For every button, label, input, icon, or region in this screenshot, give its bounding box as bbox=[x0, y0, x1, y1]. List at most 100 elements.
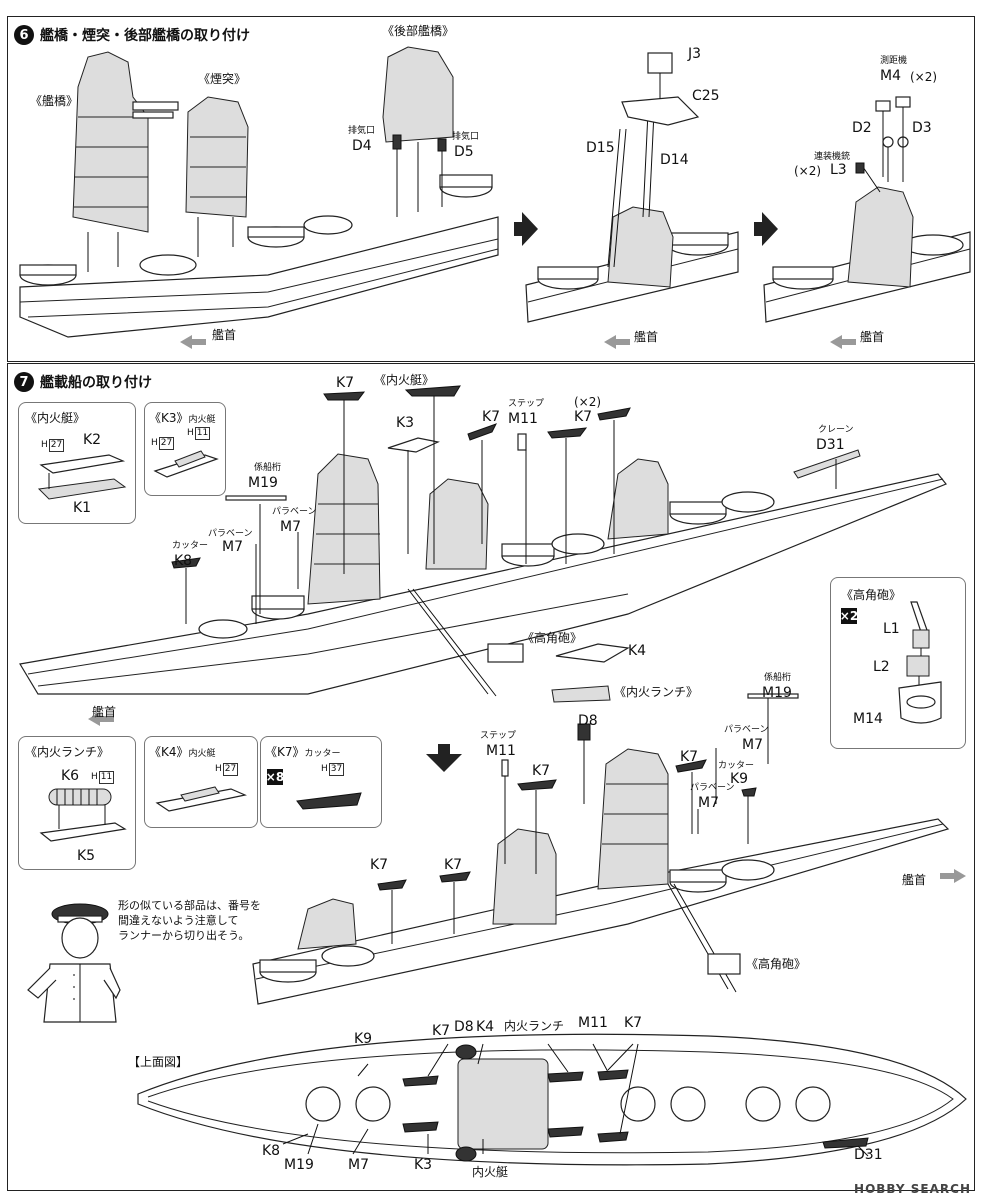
label-k9-1: K9 bbox=[730, 771, 749, 787]
sailor-mascot-drawing bbox=[27, 903, 121, 1023]
top-m11: M11 bbox=[578, 1015, 608, 1031]
h27-value: 27 bbox=[222, 763, 239, 776]
h-prefix: H bbox=[151, 438, 158, 448]
label-m11-2: M11 bbox=[486, 743, 516, 759]
crane-label: クレーン bbox=[818, 425, 854, 435]
part-d15-label: D15 bbox=[586, 140, 615, 156]
high-angle-gun-label-1: 《高角砲》 bbox=[522, 631, 583, 645]
sub-k5: K5 bbox=[77, 848, 96, 864]
paravane-label-3: パラベーン bbox=[724, 725, 769, 735]
rangefinder-label: 測距機 bbox=[880, 56, 908, 66]
h-prefix: H bbox=[321, 764, 328, 774]
bow-label-3: 艦首 bbox=[860, 330, 885, 344]
label-k7-3: K7 bbox=[574, 409, 593, 425]
step-6-number: 6 bbox=[14, 25, 34, 45]
h27-value: 27 bbox=[158, 437, 175, 450]
bow-label-5: 艦首 bbox=[902, 873, 927, 887]
badge-x8: ×8 bbox=[265, 769, 285, 785]
aft-bridge-label: 《後部艦橋》 bbox=[382, 24, 455, 38]
hobby-search-watermark: HOBBY SEARCH bbox=[854, 1182, 971, 1196]
part-d14-label: D14 bbox=[660, 152, 689, 168]
cutter-label-2: カッター bbox=[718, 761, 755, 771]
sailor-mascot-illustration bbox=[20, 894, 121, 1024]
bridge-label: 《艦橋》 bbox=[30, 94, 79, 108]
h27-value: 27 bbox=[48, 439, 65, 452]
exhaust-label-d4: 排気口 bbox=[348, 126, 376, 136]
part-m4-label: M4 bbox=[880, 68, 901, 84]
mooring-boom-label-1: 係船桁 bbox=[254, 463, 282, 473]
l3-quantity: (×2) bbox=[794, 164, 822, 178]
label-k3: K3 bbox=[396, 415, 415, 431]
label-m7-4: M7 bbox=[698, 795, 719, 811]
sub-high-angle-drawing bbox=[898, 601, 942, 724]
subassembly-high-angle-gun: 《高角砲》 ×2 L1 L2 M14 bbox=[830, 577, 966, 749]
step-7-panel: 7 艦載船の取り付け bbox=[7, 363, 975, 1191]
part-d2-label: D2 bbox=[852, 120, 872, 136]
part-d4-label: D4 bbox=[352, 138, 372, 154]
step-6-header: 6 艦橋・煙突・後部艦橋の取り付け bbox=[14, 25, 250, 45]
paravane-label-2: パラベーン bbox=[208, 529, 253, 539]
sub-inner-boat-title: 《内火艇》 bbox=[25, 411, 86, 425]
step-7-illustration bbox=[19, 385, 967, 1166]
bow-label-4: 艦首 bbox=[92, 705, 117, 719]
top-k4: K4 bbox=[476, 1019, 495, 1035]
top-m7: M7 bbox=[348, 1157, 369, 1173]
h-prefix: H bbox=[41, 440, 48, 450]
note-line-2: 間違えないよう注意して bbox=[118, 914, 239, 927]
step-7-number: 7 bbox=[14, 372, 34, 392]
step-7-header: 7 艦載船の取り付け bbox=[14, 372, 152, 392]
paravane-label-4: パラベーン bbox=[690, 783, 735, 793]
sub-k4-desc: 内火艇 bbox=[188, 749, 216, 759]
label-m19-1: M19 bbox=[248, 475, 278, 491]
top-k8: K8 bbox=[262, 1143, 281, 1159]
step-6-title: 艦橋・煙突・後部艦橋の取り付け bbox=[40, 28, 250, 44]
step-ladder-label: ステップ bbox=[508, 399, 545, 409]
bow-label-1: 艦首 bbox=[212, 328, 237, 342]
label-k7-2: K7 bbox=[482, 409, 501, 425]
part-j3-label: J3 bbox=[688, 46, 702, 62]
sub-m14: M14 bbox=[853, 711, 883, 727]
label-k7-5: K7 bbox=[680, 749, 699, 765]
label-d31: D31 bbox=[816, 437, 845, 453]
bow-label-2: 艦首 bbox=[634, 330, 659, 344]
machinegun-label: 連装機銃 bbox=[814, 152, 851, 162]
part-d5-label: D5 bbox=[454, 144, 474, 160]
sub-k2: K2 bbox=[83, 432, 102, 448]
sub-k3-title: 《K3》内火艇 bbox=[149, 409, 216, 426]
inner-launch-label-main: 《内火ランチ》 bbox=[614, 685, 699, 699]
sub-high-angle-title: 《高角砲》 bbox=[841, 588, 902, 602]
top-d31: D31 bbox=[854, 1147, 883, 1163]
h-prefix: H bbox=[215, 764, 222, 774]
paravane-label-1: パラベーン bbox=[272, 507, 317, 517]
label-k7-4: K7 bbox=[532, 763, 551, 779]
top-k7-2: K7 bbox=[624, 1015, 643, 1031]
h-prefix: H bbox=[91, 772, 98, 782]
top-m19: M19 bbox=[284, 1157, 314, 1173]
label-d8-1: D8 bbox=[578, 713, 598, 729]
top-k9: K9 bbox=[354, 1031, 373, 1047]
part-c25-label: C25 bbox=[692, 88, 720, 104]
sub-k7-desc: カッター bbox=[304, 749, 341, 759]
sub-l1: L1 bbox=[883, 621, 900, 637]
note-line-1: 形の似ている部品は、番号を bbox=[118, 899, 261, 912]
k7-quantity: (×2) bbox=[574, 395, 602, 409]
top-view-label: 【上面図】 bbox=[128, 1055, 189, 1069]
sub-k3-code: 《K3》 bbox=[149, 411, 189, 425]
label-m7-1: M7 bbox=[280, 519, 301, 535]
top-k7-1: K7 bbox=[432, 1023, 451, 1039]
part-l3-label: L3 bbox=[830, 162, 847, 178]
sub-k1: K1 bbox=[73, 500, 92, 516]
cutter-label-1: カッター bbox=[172, 541, 209, 551]
top-inner-launch: 内火ランチ bbox=[504, 1019, 565, 1033]
label-m11-1: M11 bbox=[508, 411, 538, 427]
sub-k3-drawing bbox=[153, 450, 219, 478]
